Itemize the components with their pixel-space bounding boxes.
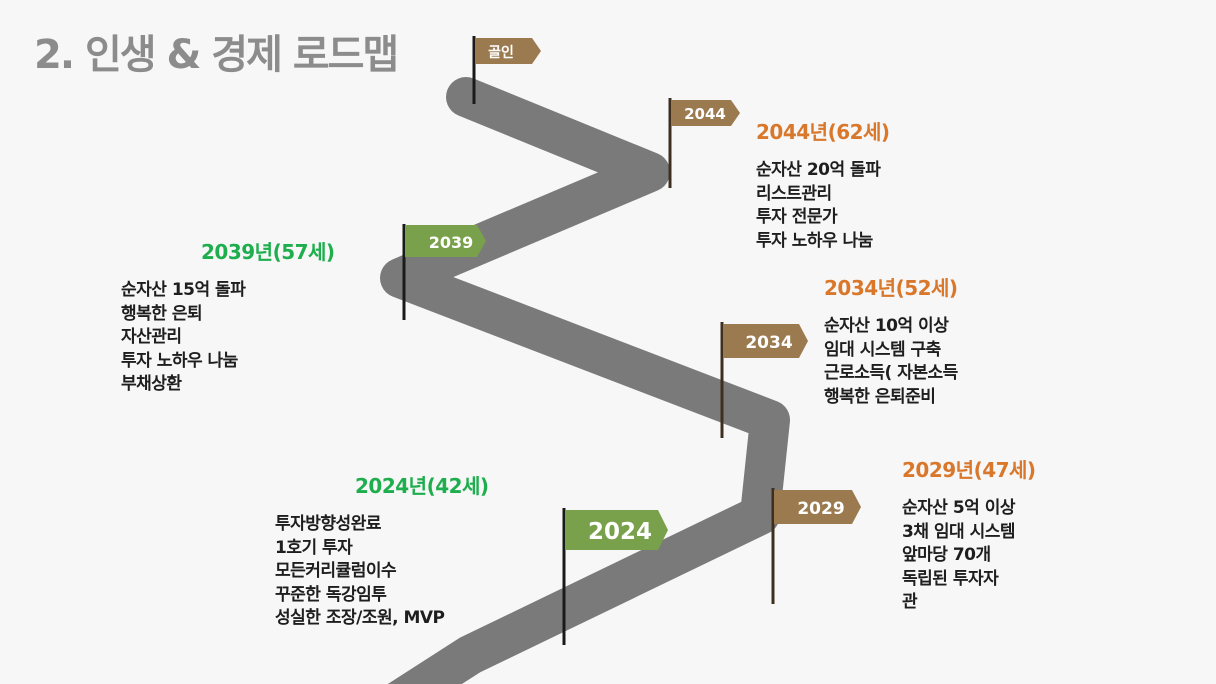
list-item: 임대 시스템 구축 xyxy=(824,339,941,360)
list-item: 앞마당 70개 xyxy=(902,545,991,565)
flag-2034-label: 2034 xyxy=(745,333,792,353)
road xyxy=(380,77,790,684)
list-item: 순자산 15억 돌파 xyxy=(121,280,246,300)
list-item: 투자 노하우 나눔 xyxy=(121,350,238,371)
list-item: 성실한 조장/조원, MVP xyxy=(275,608,445,628)
list-item: 투자 노하우 나눔 xyxy=(756,230,873,251)
flag-goal-label: 골인 xyxy=(488,44,514,61)
milestone-2029: 2029년(47세) 순자산 5억 이상 3채 임대 시스템 앞마당 70개 독… xyxy=(902,454,1036,615)
flag-2034: 2034 xyxy=(720,322,808,438)
list-item: 자산관리 xyxy=(121,327,182,347)
list-item: 순자산 10억 이상 xyxy=(824,316,949,336)
list-item: 1호기 투자 xyxy=(275,537,353,558)
milestone-2029-list: 순자산 5억 이상 3채 임대 시스템 앞마당 70개 독립된 투자자 관 xyxy=(902,497,1036,615)
flag-2029: 2029 xyxy=(771,488,861,604)
milestone-2039-year: 2039년(57세) xyxy=(201,240,335,264)
flag-2039-label: 2039 xyxy=(429,233,474,252)
milestone-2034: 2034년(52세) 순자산 10억 이상 임대 시스템 구축 근로소득( 자본… xyxy=(824,272,958,409)
flag-2024-label: 2024 xyxy=(588,519,652,545)
list-item: 투자 전문가 xyxy=(756,207,838,227)
list-item: 행복한 은퇴준비 xyxy=(824,386,936,407)
list-item: 부채상환 xyxy=(121,374,182,394)
milestone-2024-list: 투자방향성완료 1호기 투자 모든커리큘럼이수 꾸준한 독강임투 성실한 조장/… xyxy=(275,513,489,631)
milestone-2024-year: 2024년(42세) xyxy=(355,474,489,498)
list-item: 모든커리큘럼이수 xyxy=(275,561,397,581)
flag-2024: 2024 xyxy=(562,508,668,645)
list-item: 순자산 20억 돌파 xyxy=(756,160,881,180)
milestone-2044: 2044년(62세) 순자산 20억 돌파 리스트관리 투자 전문가 투자 노하… xyxy=(756,116,890,253)
list-item: 행복한 은퇴 xyxy=(121,303,203,324)
flag-2029-label: 2029 xyxy=(797,499,844,519)
list-item: 리스트관리 xyxy=(756,183,832,204)
milestone-2039-list: 순자산 15억 돌파 행복한 은퇴 자산관리 투자 노하우 나눔 부채상환 xyxy=(121,279,335,397)
page-title: 2. 인생 & 경제 로드맵 xyxy=(34,32,399,78)
milestone-2034-year: 2034년(52세) xyxy=(824,276,958,300)
milestone-2039: 2039년(57세) 순자산 15억 돌파 행복한 은퇴 자산관리 투자 노하우… xyxy=(121,236,335,397)
milestone-2044-year: 2044년(62세) xyxy=(756,120,890,144)
flag-2039: 2039 xyxy=(402,224,486,320)
list-item: 꾸준한 독강임투 xyxy=(275,584,387,605)
list-item: 3채 임대 시스템 xyxy=(902,521,1016,542)
milestone-2024: 2024년(42세) 투자방향성완료 1호기 투자 모든커리큘럼이수 꾸준한 독… xyxy=(275,470,489,631)
flag-2044-label: 2044 xyxy=(684,105,726,123)
flag-goal: 골인 xyxy=(472,36,541,104)
list-item: 관 xyxy=(902,592,918,612)
milestone-2034-list: 순자산 10억 이상 임대 시스템 구축 근로소득( 자본소득 행복한 은퇴준비 xyxy=(824,315,958,409)
list-item: 독립된 투자자 xyxy=(902,568,999,589)
flag-2044: 2044 xyxy=(668,98,740,188)
milestone-2044-list: 순자산 20억 돌파 리스트관리 투자 전문가 투자 노하우 나눔 xyxy=(756,159,890,253)
list-item: 순자산 5억 이상 xyxy=(902,498,1016,518)
list-item: 투자방향성완료 xyxy=(275,514,381,534)
list-item: 근로소득( 자본소득 xyxy=(824,363,958,383)
milestone-2029-year: 2029년(47세) xyxy=(902,458,1036,482)
